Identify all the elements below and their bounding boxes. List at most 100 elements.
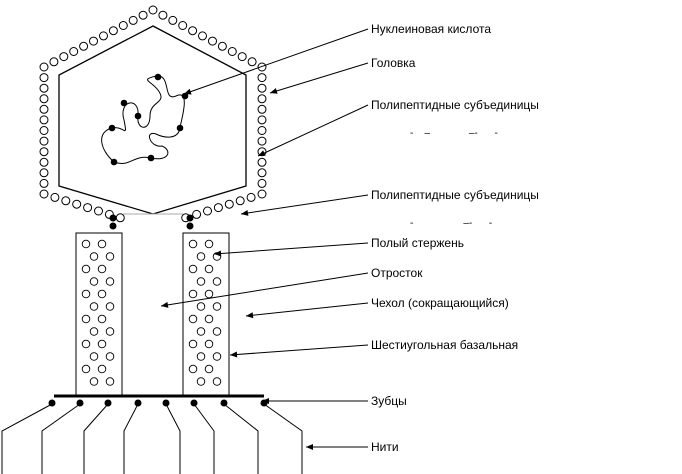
sheath-subunit	[97, 339, 107, 349]
sheath-subunit	[196, 277, 206, 286]
nucleic-bead	[134, 112, 142, 120]
capsomer	[235, 196, 245, 206]
basal-tooth	[162, 399, 170, 407]
sheath-subunit	[81, 314, 91, 324]
sheath-subunit	[196, 252, 206, 261]
capsomer	[257, 126, 267, 135]
label-head: Головка	[371, 56, 416, 70]
sheath-subunit	[105, 302, 115, 311]
capsomer	[59, 52, 69, 62]
capsomer	[217, 41, 227, 51]
leader-line	[269, 62, 369, 94]
sheath-subunit	[204, 339, 214, 349]
sheath-subunit	[188, 289, 198, 299]
sheath-subunit	[188, 364, 198, 374]
head-hexagon	[58, 25, 247, 215]
capsomer	[79, 41, 89, 51]
sheath-subunit	[196, 352, 206, 361]
capsomer	[94, 206, 103, 216]
capsomer	[178, 21, 188, 30]
leader-arrowhead	[230, 351, 238, 358]
label-tail: Отросток	[371, 266, 423, 280]
tail-fiber	[223, 403, 259, 474]
label-basal-plate: Шестиугольная базальная	[371, 338, 519, 352]
leader-arrowhead	[262, 398, 269, 404]
sheath-subunit	[89, 302, 99, 311]
capsomer	[158, 10, 168, 20]
capsomer	[128, 15, 138, 25]
basal-tooth	[104, 399, 112, 407]
nucleic-bead	[120, 99, 128, 107]
capsomer	[61, 196, 71, 206]
capsomer	[99, 31, 108, 41]
capsomer	[246, 192, 256, 202]
sheath-subunit	[196, 377, 206, 386]
tail-fiber	[263, 403, 303, 474]
sheath-subunit	[81, 239, 91, 249]
capsomer	[89, 36, 98, 46]
leader-line	[245, 302, 369, 317]
capsomer	[39, 73, 49, 83]
capsomer	[39, 189, 49, 199]
sheath-subunit	[81, 364, 91, 374]
leader-arrowhead	[214, 250, 222, 257]
sheath-subunit	[204, 289, 214, 299]
nucleic-bead	[110, 158, 118, 166]
leader-line	[160, 272, 369, 307]
label-hollow-rod: Полый стержень	[371, 236, 464, 250]
neck-dot	[186, 222, 194, 230]
label-nucleic-acid: Нуклеиновая кислота	[371, 22, 492, 36]
capsomer	[203, 206, 212, 216]
sheath-subunit	[188, 239, 198, 249]
capsomer	[39, 115, 49, 125]
sheath-subunit	[97, 314, 107, 324]
sheath-subunit	[212, 302, 222, 311]
capsomer	[224, 199, 234, 209]
leader-arrowhead	[306, 444, 313, 450]
capsomer	[39, 168, 49, 178]
capsomer	[213, 203, 223, 213]
capsomer	[39, 104, 49, 114]
sheath-subunit	[212, 277, 222, 286]
leader-arrowhead	[161, 301, 169, 308]
nucleic-bead	[154, 73, 162, 81]
sheath-subunit	[105, 252, 115, 261]
sheath-subunit	[89, 377, 99, 386]
capsomer	[257, 115, 267, 125]
capsomer	[257, 178, 267, 188]
capsomer	[257, 94, 267, 104]
sheath-subunit	[204, 314, 214, 324]
label-sheath: Чехол (сокращающийся)	[371, 296, 509, 310]
capsomer	[39, 136, 49, 146]
nucleic-acid-strand	[101, 75, 185, 164]
label-polypeptide-subunits-tail: Полипептидные субъединицы	[371, 188, 539, 202]
capsomer	[257, 157, 267, 167]
capsomer	[39, 147, 49, 157]
leader-line	[213, 242, 369, 255]
basal-tooth	[134, 399, 142, 407]
capsomer	[257, 83, 267, 93]
capsomer	[198, 31, 207, 41]
sheath-subunit	[105, 327, 115, 336]
leader-arrowhead	[270, 88, 278, 94]
sheath-subunit	[81, 289, 91, 299]
label-teeth: Зубцы	[371, 394, 407, 408]
sheath-subunit	[89, 252, 99, 261]
capsomer	[72, 199, 82, 209]
capsomer	[257, 73, 267, 83]
sheath-subunit	[196, 327, 206, 336]
sheath-subunit	[188, 264, 198, 274]
neck-dot	[109, 214, 117, 222]
capsomer	[227, 47, 237, 56]
capsomer	[118, 21, 128, 30]
capsomer	[257, 62, 267, 72]
capsomer	[257, 104, 267, 114]
label-fibers: Нити	[371, 440, 399, 454]
sheath-subunit	[97, 289, 107, 299]
nucleic-bead	[176, 124, 184, 132]
nucleic-bead	[108, 124, 116, 132]
sheath-subunit	[188, 314, 198, 324]
sheath-subunit	[204, 239, 214, 249]
dash-row-1: - – –- -	[410, 128, 498, 139]
